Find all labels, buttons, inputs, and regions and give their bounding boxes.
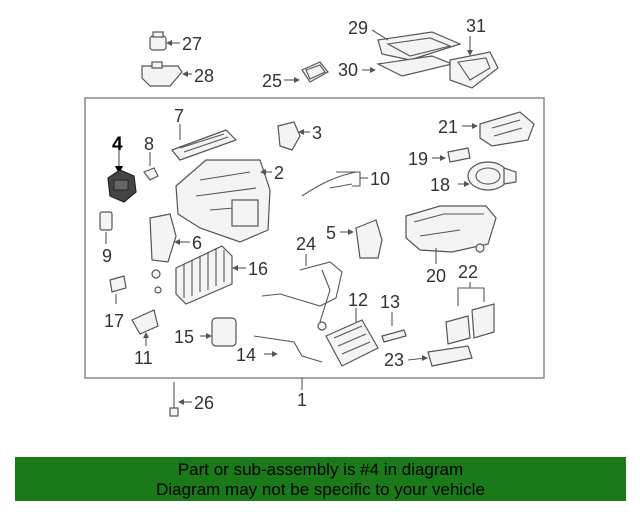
part-4[interactable]: 4 xyxy=(107,134,137,203)
label-25: 25 xyxy=(262,71,282,91)
label-8: 8 xyxy=(144,134,154,154)
part-6[interactable]: 6 xyxy=(149,213,202,263)
part-15[interactable]: 15 xyxy=(174,317,237,347)
label-16: 16 xyxy=(248,259,268,279)
part-26[interactable]: 26 xyxy=(169,382,214,417)
label-22: 22 xyxy=(458,262,478,282)
assembly-frame xyxy=(84,97,545,379)
part-13[interactable]: 13 xyxy=(380,292,407,343)
part-19[interactable]: 19 xyxy=(408,147,471,169)
label-12: 12 xyxy=(348,290,368,310)
label-31: 31 xyxy=(466,16,486,36)
part-23[interactable]: 23 xyxy=(384,345,473,370)
label-13: 13 xyxy=(380,292,400,312)
label-4: 4 xyxy=(112,134,123,155)
part-3[interactable]: 3 xyxy=(277,121,322,151)
part-22[interactable]: 22 xyxy=(445,262,495,345)
part-12[interactable]: 12 xyxy=(325,290,379,367)
part-9[interactable]: 9 xyxy=(99,211,113,266)
part-11[interactable]: 11 xyxy=(131,309,159,368)
label-24: 24 xyxy=(296,234,316,254)
part-30[interactable]: 30 xyxy=(338,55,454,80)
part-14[interactable]: 14 xyxy=(236,335,323,365)
label-1: 1 xyxy=(297,390,307,410)
ring-part xyxy=(151,269,162,294)
part-10[interactable]: 10 xyxy=(301,169,390,197)
label-23: 23 xyxy=(384,350,404,370)
label-26: 26 xyxy=(194,393,214,413)
label-30: 30 xyxy=(338,60,358,80)
label-27: 27 xyxy=(182,34,202,54)
part-29[interactable]: 29 xyxy=(348,18,462,61)
label-28: 28 xyxy=(194,66,214,86)
label-2: 2 xyxy=(274,163,284,183)
part-24[interactable]: 24 xyxy=(261,234,343,331)
part-25[interactable]: 25 xyxy=(262,61,329,91)
part-5[interactable]: 5 xyxy=(326,219,383,259)
label-10: 10 xyxy=(370,169,390,189)
label-18: 18 xyxy=(430,175,450,195)
part-27[interactable]: 27 xyxy=(149,31,202,54)
part-2[interactable]: 2 xyxy=(175,159,284,243)
part-28[interactable]: 28 xyxy=(141,61,214,87)
label-5: 5 xyxy=(326,223,336,243)
label-15: 15 xyxy=(174,327,194,347)
info-banner: Part or sub-assembly is #4 in diagram Di… xyxy=(15,457,626,501)
part-21[interactable]: 21 xyxy=(438,111,535,147)
part-17[interactable]: 17 xyxy=(104,275,127,331)
part-18[interactable]: 18 xyxy=(430,161,517,195)
label-21: 21 xyxy=(438,117,458,137)
banner-line-2: Diagram may not be specific to your vehi… xyxy=(156,480,485,499)
label-19: 19 xyxy=(408,149,428,169)
label-6: 6 xyxy=(192,233,202,253)
label-11: 11 xyxy=(134,348,153,368)
label-3: 3 xyxy=(312,123,322,143)
part-20[interactable]: 20 xyxy=(405,205,497,286)
part-1[interactable]: 1 xyxy=(297,378,307,410)
label-17: 17 xyxy=(104,311,124,331)
label-14: 14 xyxy=(236,345,256,365)
part-7[interactable]: 7 xyxy=(171,106,238,161)
part-31[interactable]: 31 xyxy=(449,16,499,89)
label-29: 29 xyxy=(348,18,368,38)
label-9: 9 xyxy=(102,246,112,266)
label-20: 20 xyxy=(426,266,446,286)
label-7: 7 xyxy=(174,106,184,126)
part-16[interactable]: 16 xyxy=(175,245,268,305)
part-8[interactable]: 8 xyxy=(143,134,159,181)
banner-line-1: Part or sub-assembly is #4 in diagram xyxy=(177,460,464,479)
